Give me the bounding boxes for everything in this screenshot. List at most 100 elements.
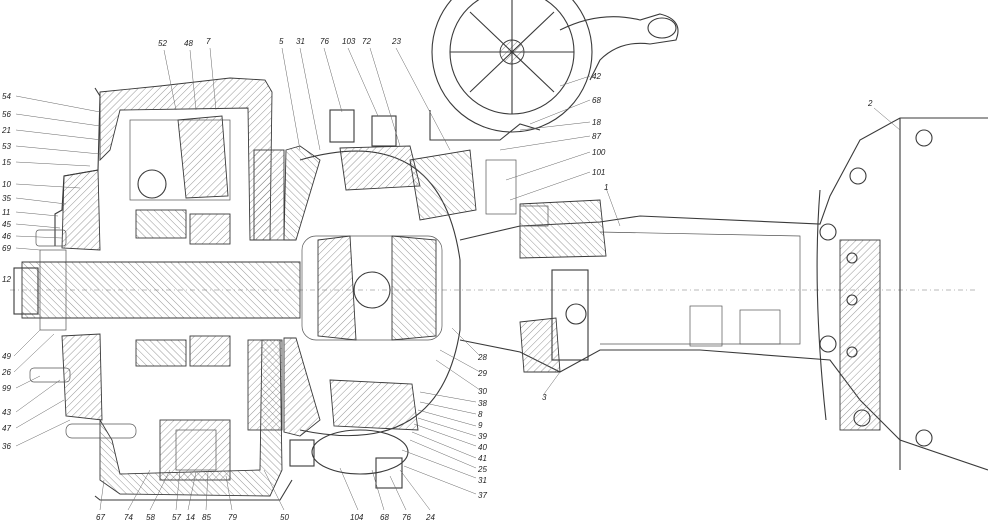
diff-bolt-1 [849,167,867,185]
upper-bearing [135,209,187,239]
cv-fist-right [391,235,437,341]
callout-49: 49 [2,352,11,361]
beam-inner-tube [599,231,801,345]
callout-14: 14 [186,513,195,522]
callout-9: 9 [478,421,483,430]
callout-42: 42 [592,72,601,81]
lower-bolt [375,457,403,489]
brake-block [485,159,517,215]
diff-flange [839,239,881,431]
hub-flange-upper [61,169,101,251]
diff-bolt-2 [819,223,837,241]
callout-26: 26 [1,368,11,377]
callout-50: 50 [280,513,289,522]
wheel-stud-lower [65,423,137,439]
kingpin-upper [253,149,285,241]
leader-lines [13,47,901,511]
callout-7: 7 [206,37,211,46]
wheel-nut-upper [35,229,67,247]
callouts-bottom: 67 74 58 57 14 85 79 50 104 68 76 24 [96,513,435,522]
callout-76-bottom: 76 [402,513,411,522]
tie-arm-eye [647,17,677,39]
callout-57: 57 [172,513,181,522]
lower-cap [311,429,409,475]
callout-48: 48 [184,39,193,48]
beam-collar [551,269,589,361]
callout-11: 11 [2,208,10,217]
callout-69: 69 [2,244,11,253]
callout-100: 100 [592,148,606,157]
diff-stud-2 [846,294,858,306]
callout-74: 74 [124,513,133,522]
beam-flange-bottom [519,317,561,373]
upper-bolt-1 [329,109,355,143]
callout-72: 72 [362,37,371,46]
steering-tie-arm [559,13,679,81]
callout-10: 10 [2,180,11,189]
shaft-hub-nut [39,249,67,331]
kingpin-lower [247,339,283,431]
callout-8: 8 [478,410,483,419]
cv-fist-left [317,235,357,341]
callout-40: 40 [478,443,487,452]
lever-base [429,110,541,141]
diff-bolt-4 [853,409,871,427]
cv-ball [353,271,391,309]
callout-2: 2 [867,99,873,108]
lower-gear-body [159,419,231,481]
callout-68-bottom: 68 [380,513,389,522]
callout-103: 103 [342,37,356,46]
callout-45: 45 [2,220,11,229]
axle-shaft [21,261,301,319]
callout-52: 52 [158,39,167,48]
callout-87: 87 [592,132,601,141]
beam-flange-top [519,199,607,259]
callout-1: 1 [604,183,608,192]
callout-101: 101 [592,168,605,177]
callout-5: 5 [279,37,284,46]
steering-lever-circle [431,0,593,133]
swivel-upper-wall [283,145,321,241]
callout-35: 35 [2,194,11,203]
diff-bolt-6 [915,429,933,447]
diff-bolt-3 [819,335,837,353]
beam-collar-hole [565,303,587,325]
drawing-geometry [10,0,988,501]
hub-flange-lower [61,333,103,421]
callout-104: 104 [350,513,364,522]
callout-41: 41 [478,454,487,463]
callout-24: 24 [425,513,435,522]
callout-38: 38 [478,399,487,408]
upper-kingpin-bearing [339,145,421,191]
wheel-nut-lower [29,367,71,383]
callout-15: 15 [2,158,11,167]
diff-housing-curve [816,189,827,421]
upper-bolt-2 [371,115,397,147]
callout-25: 25 [477,465,487,474]
upper-gear-body [177,115,229,199]
callout-43: 43 [2,408,11,417]
diff-bolt-5 [915,129,933,147]
lower-bolt-left [289,439,315,467]
diff-stud-1 [846,252,858,264]
callout-39: 39 [478,432,487,441]
callout-67: 67 [96,513,105,522]
beam-bolt-top [519,205,549,227]
callout-21: 21 [1,126,11,135]
callout-99: 99 [2,384,11,393]
callout-79: 79 [228,513,237,522]
upper-gear-bore [137,169,167,199]
callout-76-top: 76 [320,37,329,46]
callout-12: 12 [2,275,11,284]
lower-bearing [135,339,187,367]
beam-rib-2 [739,309,781,345]
callout-23: 23 [391,37,401,46]
callout-30: 30 [478,387,487,396]
beam-rib-1 [689,305,723,347]
lower-kingpin-bearing [329,379,419,431]
callout-68-right: 68 [592,96,601,105]
callouts-right: 42 68 18 87 100 101 1 2 28 29 30 3 38 8 … [477,72,873,500]
callout-46: 46 [2,232,11,241]
